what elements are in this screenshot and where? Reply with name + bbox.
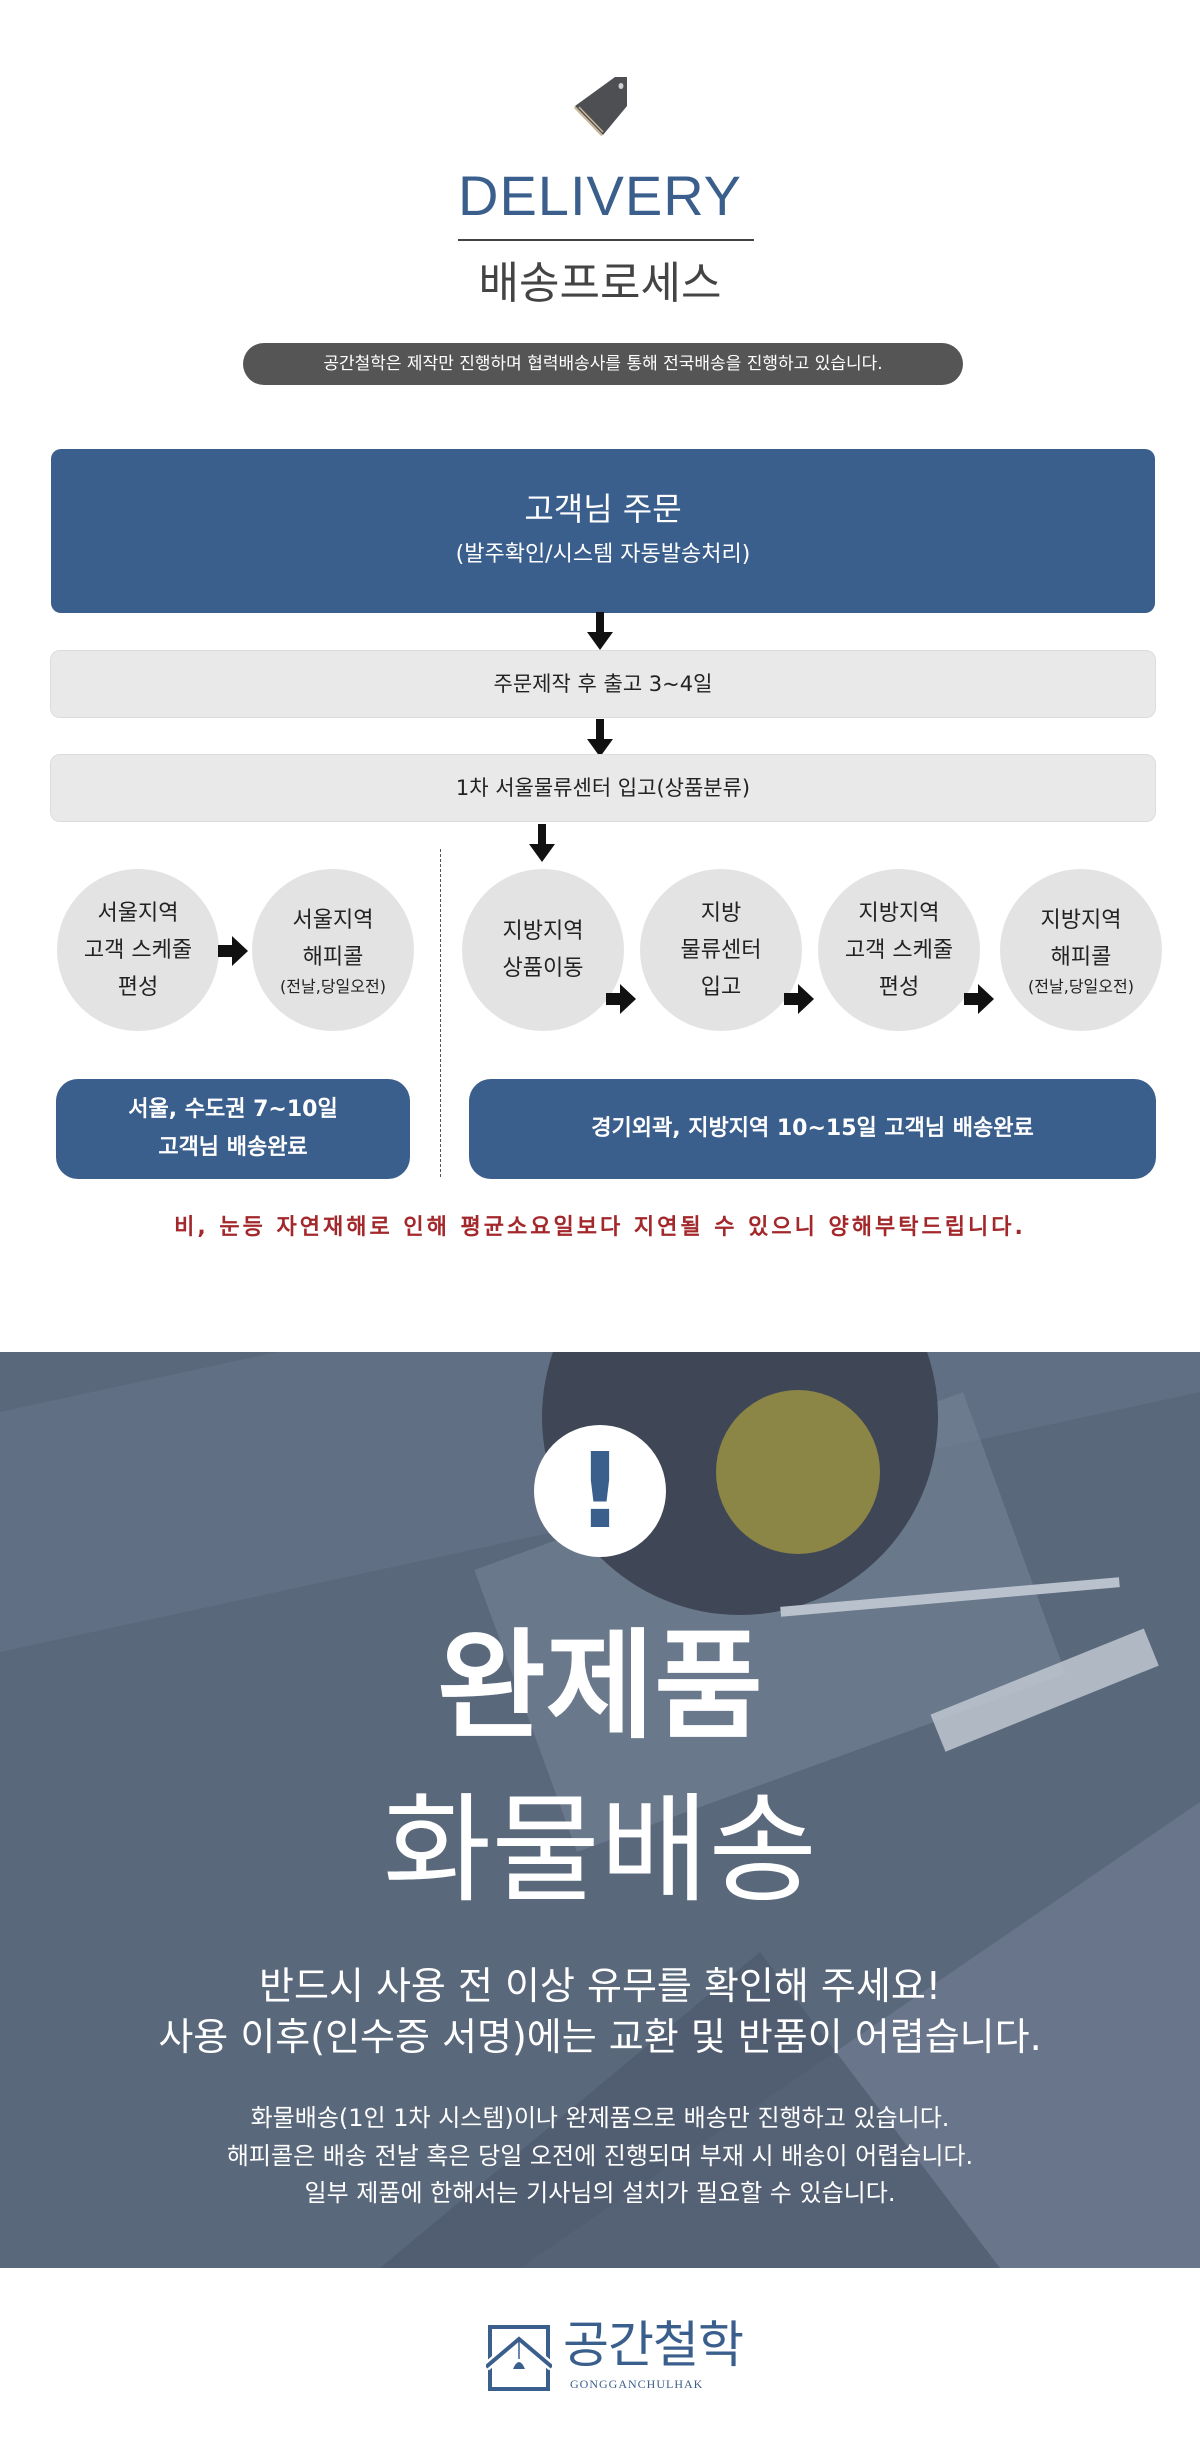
arrow-right-icon <box>218 936 248 966</box>
arrow-down-icon <box>587 719 613 757</box>
notice-pill: 공간철학은 제작만 진행하며 협력배송사를 통해 전국배송을 진행하고 있습니다… <box>243 343 963 385</box>
circle-line: 지방지역 <box>1040 908 1122 933</box>
circle-local-transfer: 지방지역 상품이동 <box>462 869 624 1031</box>
circle-local-schedule: 지방지역 고객 스케줄 편성 <box>818 869 980 1031</box>
detail-line: 해피콜은 배송 전날 혹은 당일 오전에 진행되며 부재 시 배송이 어렵습니다… <box>226 2142 974 2170</box>
freight-title-light: 화물배송 <box>382 1781 818 1919</box>
circle-line: 물류센터 <box>680 937 762 963</box>
circle-line: 고객 스케줄 <box>844 937 954 963</box>
step-production: 주문제작 후 출고 3~4일 <box>50 650 1156 718</box>
circle-local-warehouse: 지방 물류센터 입고 <box>640 869 802 1031</box>
circle-note: (전날,당일오전) <box>1028 977 1134 996</box>
result-line: 고객님 배송완료 <box>158 1135 308 1160</box>
arrow-right-icon <box>964 984 994 1014</box>
circle-seoul-schedule: 서울지역 고객 스케줄 편성 <box>57 869 219 1031</box>
customer-order-box: 고객님 주문 (발주확인/시스템 자동발송처리) <box>51 449 1155 613</box>
arrow-right-icon <box>784 984 814 1014</box>
circle-line: 고객 스케줄 <box>83 937 193 963</box>
price-tag-icon <box>574 77 627 136</box>
circle-seoul-happycall: 서울지역 해피콜 (전날,당일오전) <box>252 869 414 1031</box>
order-title: 고객님 주문 <box>524 490 682 528</box>
result-line: 서울, 수도권 7~10일 <box>128 1097 338 1122</box>
circle-line: 지방 <box>700 900 742 926</box>
circle-line: 해피콜 <box>1050 945 1112 970</box>
circle-line: 편성 <box>117 974 159 1000</box>
circle-local-happycall: 지방지역 해피콜 (전날,당일오전) <box>1000 869 1162 1031</box>
step-seoul-warehouse: 1차 서울물류센터 입고(상품분류) <box>50 754 1156 822</box>
arrow-down-icon <box>587 612 613 650</box>
arrow-down-icon <box>529 824 555 862</box>
local-delivery-result: 경기외곽, 지방지역 10~15일 고객님 배송완료 <box>469 1079 1156 1179</box>
page-title-ko: 배송프로세스 <box>478 258 722 309</box>
circle-line: 상품이동 <box>502 956 584 981</box>
freight-title-bold: 완제품 <box>437 1617 763 1755</box>
circle-line: 서울지역 <box>292 908 374 933</box>
arrow-right-icon <box>606 984 636 1014</box>
detail-line: 일부 제품에 한해서는 기사님의 설치가 필요할 수 있습니다. <box>304 2179 896 2207</box>
delay-notice: 비, 눈등 자연재해로 인해 평균소요일보다 지연될 수 있으니 양해부탁드립니… <box>174 1215 1026 1240</box>
logo-text-en: GONGGANCHULHAK <box>570 2377 704 2391</box>
warning-line: 반드시 사용 전 이상 유무를 확인해 주세요! <box>258 1964 942 2008</box>
logo-text-ko: 공간철학 <box>563 2316 744 2374</box>
circle-line: 해피콜 <box>302 945 364 970</box>
region-divider <box>440 849 441 1177</box>
circle-line: 지방지역 <box>858 900 940 926</box>
warning-line: 사용 이후(인수증 서명)에는 교환 및 반품이 어렵습니다. <box>158 2015 1042 2059</box>
result-line: 경기외곽, 지방지역 10~15일 고객님 배송완료 <box>591 1116 1034 1141</box>
detail-line: 화물배송(1인 1차 시스템)이나 완제품으로 배송만 진행하고 있습니다. <box>250 2104 950 2132</box>
circle-note: (전날,당일오전) <box>280 977 386 996</box>
order-subtitle: (발주확인/시스템 자동발송처리) <box>455 542 751 567</box>
circle-line: 서울지역 <box>97 900 179 926</box>
circle-line: 입고 <box>700 974 742 1000</box>
circle-line: 지방지역 <box>502 919 584 944</box>
title-divider <box>458 239 754 241</box>
page-title-en: DELIVERY <box>458 164 742 227</box>
circle-line: 편성 <box>878 974 920 1000</box>
exclamation-icon: ! <box>534 1425 666 1557</box>
seoul-delivery-result: 서울, 수도권 7~10일 고객님 배송완료 <box>56 1079 410 1179</box>
house-logo-icon <box>486 2325 552 2391</box>
